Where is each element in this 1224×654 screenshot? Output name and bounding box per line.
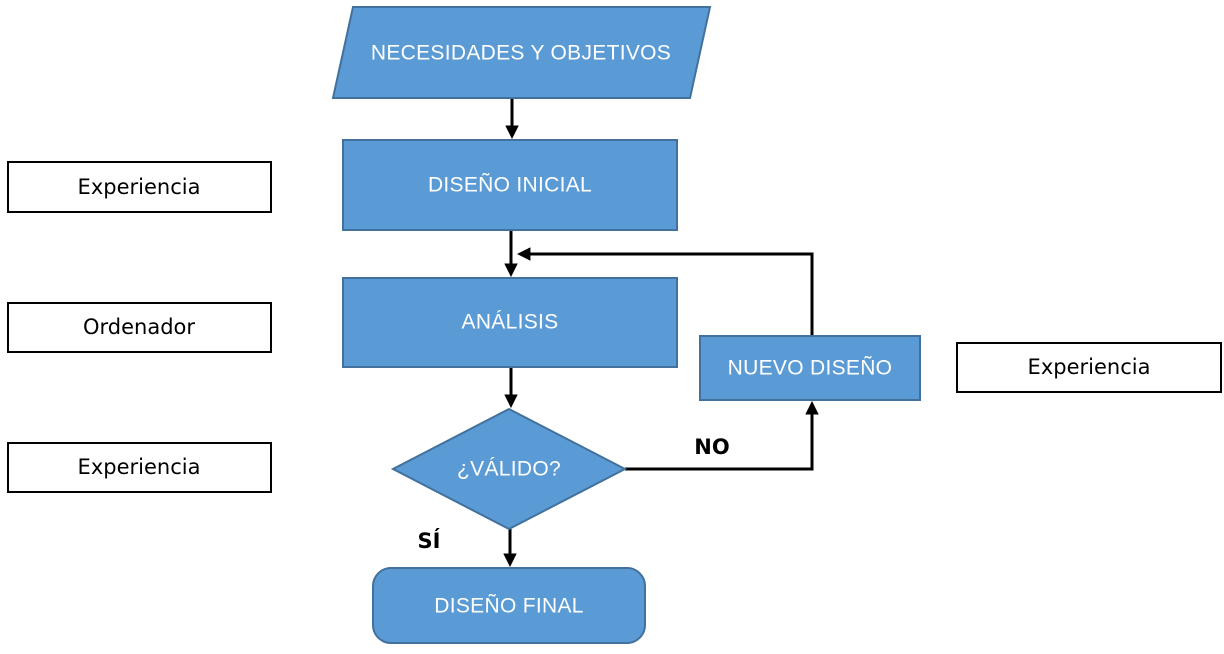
edge-label-si: SÍ — [418, 528, 441, 553]
side-label-experiencia-bottom-left: Experiencia — [7, 442, 272, 493]
side-label-text: Ordenador — [83, 315, 195, 339]
side-label-experiencia-top-left: Experiencia — [7, 161, 272, 213]
node-diseno-inicial: DISEÑO INICIAL — [342, 139, 678, 231]
rect-shape — [342, 277, 678, 368]
arrow-nuevo-diseno-feedback-loop — [516, 247, 814, 336]
side-box-shape — [956, 342, 1222, 393]
side-label-text: Experiencia — [1028, 355, 1151, 379]
node-valido-decision: ¿VÁLIDO? — [390, 407, 628, 531]
rect-shape — [699, 335, 921, 401]
node-necesidades-y-objetivos: NECESIDADES Y OBJETIVOS — [331, 6, 712, 99]
node-nuevo-diseno-label: NUEVO DISEÑO — [728, 356, 893, 380]
node-valido-label: ¿VÁLIDO? — [457, 458, 561, 481]
side-label-ordenador: Ordenador — [7, 302, 272, 353]
node-diseno-final-label: DISEÑO FINAL — [434, 594, 583, 618]
rect-shape — [342, 139, 678, 231]
rounded-rect-shape — [372, 567, 646, 644]
side-box-shape — [7, 302, 272, 353]
node-analisis: ANÁLISIS — [342, 277, 678, 368]
arrow-valido-no-to-nuevo-diseno — [625, 400, 819, 471]
side-box-shape — [7, 442, 272, 493]
node-diseno-inicial-label: DISEÑO INICIAL — [428, 173, 592, 197]
node-nuevo-diseno: NUEVO DISEÑO — [699, 335, 921, 401]
side-label-text: Experiencia — [78, 455, 201, 479]
side-label-text: Experiencia — [78, 175, 201, 199]
node-analisis-label: ANÁLISIS — [462, 311, 559, 334]
node-necesidades-label: NECESIDADES Y OBJETIVOS — [371, 42, 671, 65]
diamond-shape — [390, 407, 628, 531]
node-diseno-final: DISEÑO FINAL — [372, 567, 646, 644]
edge-label-no: NO — [694, 435, 729, 459]
side-box-shape — [7, 161, 272, 213]
parallelogram-shape — [331, 6, 712, 99]
side-label-experiencia-right: Experiencia — [956, 342, 1222, 393]
